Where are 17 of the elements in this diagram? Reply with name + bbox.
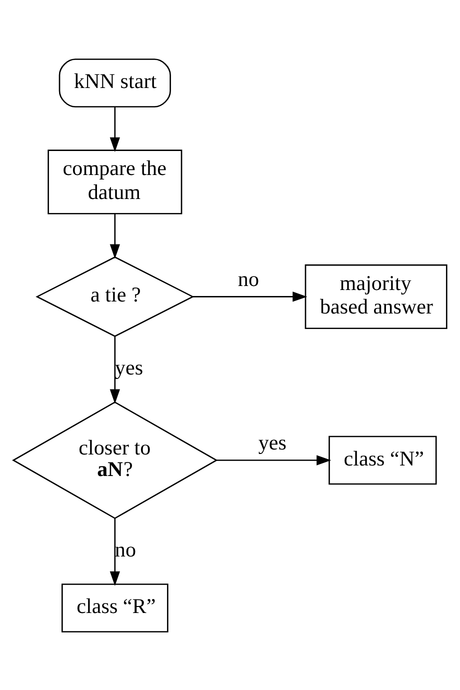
edge-label: no bbox=[114, 536, 136, 561]
arrow bbox=[110, 106, 120, 152]
arrow bbox=[110, 518, 120, 586]
node-diamond: a tie ? bbox=[36, 256, 194, 336]
arrow bbox=[110, 213, 120, 258]
arrow bbox=[192, 291, 308, 302]
edge-label: yes bbox=[258, 430, 286, 454]
edge-label: yes bbox=[114, 354, 144, 379]
arrow bbox=[110, 336, 120, 404]
node-box: compare the datum bbox=[48, 149, 182, 214]
edge-label: no bbox=[238, 266, 260, 290]
arrow bbox=[216, 454, 332, 465]
node-diamond: closer to aN? bbox=[12, 400, 218, 519]
node-box: majority based answer bbox=[304, 264, 448, 329]
node-box: class “R” bbox=[62, 583, 168, 632]
node-box: kNN start bbox=[58, 58, 171, 107]
node-box: class “N” bbox=[328, 435, 437, 484]
